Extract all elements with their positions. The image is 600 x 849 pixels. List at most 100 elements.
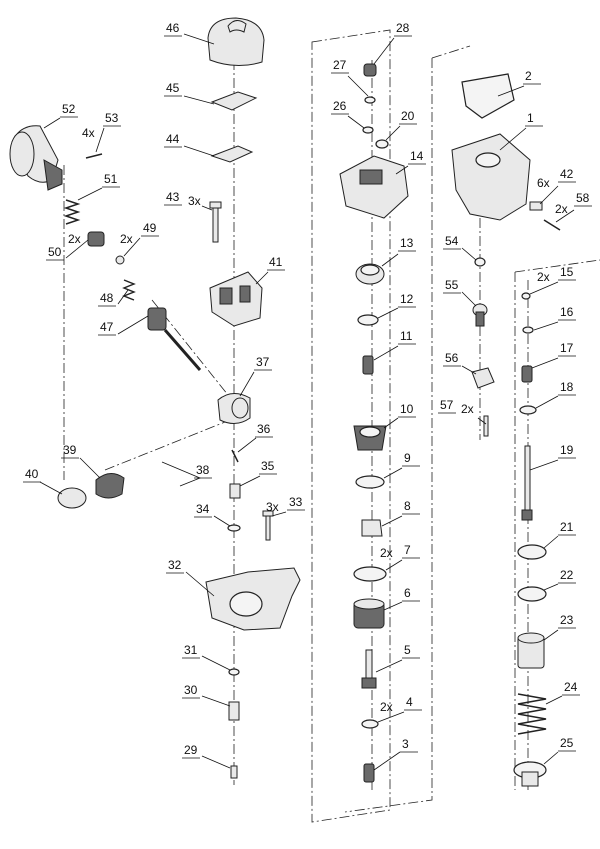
leader-line-52 [43, 117, 61, 129]
part-number-17: 17 [560, 341, 574, 355]
leader-line-15 [529, 281, 559, 295]
part-number-25: 25 [560, 736, 574, 750]
part-4-washer [361, 719, 379, 729]
leader-line-7 [385, 559, 403, 571]
part-53-pin [85, 153, 103, 159]
part-number-1: 1 [527, 111, 534, 125]
part-number-18: 18 [560, 380, 574, 394]
part-55-valve [472, 303, 488, 327]
part-8-bushing [361, 519, 383, 537]
leader-line-37 [239, 371, 255, 397]
part-number-8: 8 [404, 499, 411, 513]
part-21-o-ring [517, 544, 547, 560]
part-30-fitting [228, 701, 240, 721]
part-6-sleeve [353, 598, 385, 629]
leader-line-46 [183, 33, 215, 45]
part-16-washer [522, 326, 534, 334]
leader-line-53 [95, 127, 105, 153]
part-number-38: 38 [196, 463, 210, 477]
quantity-53: 4x [82, 126, 95, 140]
quantity-50: 2x [68, 232, 81, 246]
part-10-nut [353, 425, 387, 451]
part-number-19: 19 [560, 443, 574, 457]
part-number-12: 12 [400, 292, 414, 306]
leader-line-48 [117, 289, 129, 305]
leader-line-49 [123, 237, 141, 257]
leader-line-24 [545, 695, 563, 705]
part-39-spring [95, 473, 125, 499]
leader-line-36 [237, 437, 257, 453]
part-number-35: 35 [261, 459, 275, 473]
part-9-washer [355, 475, 385, 489]
leader-line-39 [79, 457, 101, 479]
part-number-5: 5 [404, 643, 411, 657]
part-number-34: 34 [196, 502, 210, 516]
part-40-cap [57, 487, 87, 509]
part-18-washer [519, 405, 537, 415]
part-number-6: 6 [404, 586, 411, 600]
leader-line-57 [477, 417, 487, 425]
part-labels: 12342x5672x891011121314152x1617181920212… [25, 21, 590, 757]
part-number-50: 50 [48, 245, 62, 259]
part-38-wire [161, 461, 202, 487]
part-number-45: 45 [166, 81, 180, 95]
leader-lines [23, 33, 592, 771]
part-number-52: 52 [62, 102, 76, 116]
part-44-gasket [210, 145, 254, 163]
leader-line-33 [271, 511, 287, 517]
leader-line-43 [201, 205, 213, 211]
part-number-29: 29 [184, 743, 198, 757]
part-number-57: 57 [440, 398, 454, 412]
part-12-washer [357, 314, 379, 326]
leader-line-10 [383, 417, 399, 429]
part-number-41: 41 [269, 255, 283, 269]
leader-line-45 [183, 95, 215, 105]
part-number-51: 51 [104, 172, 118, 186]
leader-line-29 [201, 755, 231, 769]
part-number-10: 10 [400, 402, 414, 416]
leader-line-13 [381, 253, 399, 267]
quantity-4: 2x [380, 700, 393, 714]
quantity-49: 2x [120, 232, 133, 246]
leader-line-54 [461, 247, 477, 261]
part-28-nut [363, 63, 377, 77]
leader-line-8 [381, 515, 403, 527]
leader-line-42 [539, 185, 559, 205]
quantity-33: 3x [266, 500, 279, 514]
leader-line-11 [373, 345, 399, 361]
part-17-spring [521, 365, 533, 383]
leader-line-34 [213, 515, 231, 527]
leader-line-12 [377, 307, 399, 319]
part-number-54: 54 [445, 234, 459, 248]
leader-line-56 [461, 365, 477, 375]
part-number-9: 9 [404, 451, 411, 465]
part-number-42: 42 [560, 167, 574, 181]
leader-line-4 [377, 711, 405, 723]
part-number-56: 56 [445, 351, 459, 365]
part-number-48: 48 [100, 291, 114, 305]
part-33-screw [262, 510, 274, 541]
part-number-53: 53 [105, 111, 119, 125]
leader-line-47 [117, 315, 149, 335]
leader-line-3 [373, 751, 401, 771]
part-number-4: 4 [406, 695, 413, 709]
leader-line-2 [497, 85, 525, 97]
leader-line-28 [373, 37, 395, 65]
quantity-57: 2x [461, 402, 474, 416]
part-number-30: 30 [184, 683, 198, 697]
part-54-o-ring [474, 257, 486, 267]
part-3-spring [363, 763, 375, 783]
leader-line-1 [499, 127, 527, 151]
part-number-21: 21 [560, 520, 574, 534]
part-15-nut [521, 292, 531, 300]
quantity-15: 2x [537, 270, 550, 284]
part-43-screw [209, 201, 222, 243]
part-number-22: 22 [560, 568, 574, 582]
leader-line-58 [555, 209, 575, 223]
leader-line-18 [535, 395, 559, 409]
part-52-knob [9, 125, 63, 191]
part-number-47: 47 [100, 320, 114, 334]
part-34-washer [227, 524, 241, 532]
leader-line-27 [347, 75, 369, 97]
